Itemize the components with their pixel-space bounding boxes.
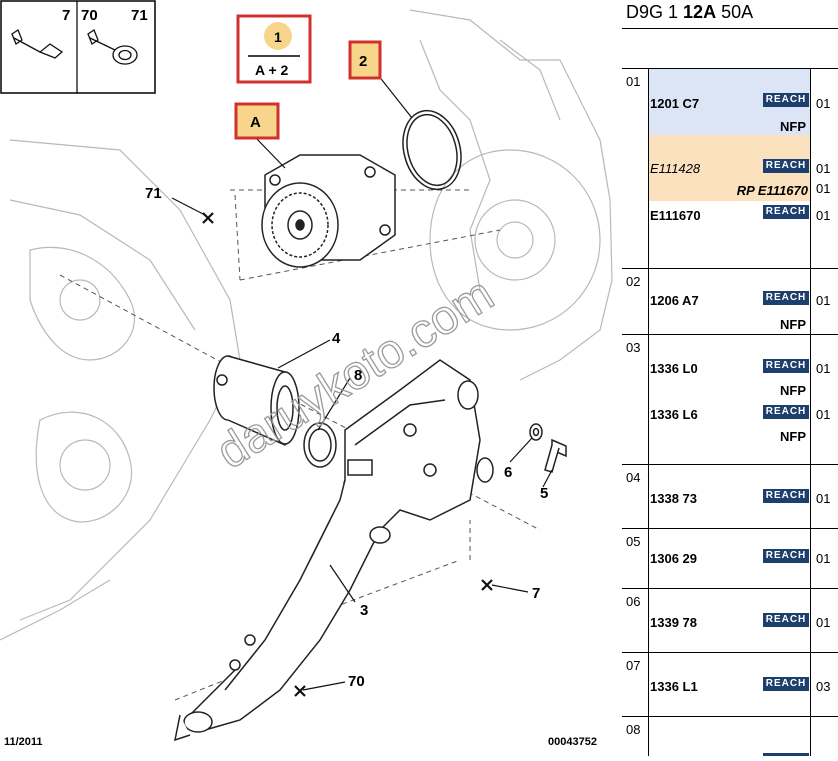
callout-1-bottom: A + 2 bbox=[255, 62, 289, 78]
callout-7: 7 bbox=[532, 585, 540, 602]
group-number: 03 bbox=[626, 340, 641, 355]
legend-label-70: 70 bbox=[81, 7, 98, 24]
group-05: 05 1306 29 REACH 01 bbox=[622, 528, 838, 589]
washer-and-screw-parts bbox=[529, 423, 567, 473]
callout-8: 8 bbox=[354, 367, 362, 384]
part-note: NFP bbox=[780, 383, 806, 398]
replacement-note: RP E111670 bbox=[736, 183, 808, 198]
part-row[interactable]: 1338 73 REACH bbox=[649, 465, 810, 529]
part-code: 1336 L0 bbox=[650, 361, 698, 376]
part-quantity: 01 bbox=[816, 615, 831, 630]
part-quantity: 01 bbox=[816, 361, 831, 376]
group-02: 02 1206 A7 REACH NFP 01 bbox=[622, 268, 838, 335]
part-code: E111670 bbox=[650, 208, 701, 223]
group-number: 06 bbox=[626, 594, 641, 609]
legend-label-71: 71 bbox=[131, 7, 148, 24]
group-number: 05 bbox=[626, 534, 641, 549]
part-code: 1336 L6 bbox=[650, 407, 698, 422]
exploded-parts-diagram: daruykoto.com 7 70 71 1 A + 2 2 A 71 4 8… bbox=[0, 0, 613, 748]
part-row[interactable]: 1306 29 REACH bbox=[649, 529, 810, 589]
reach-badge: REACH bbox=[763, 291, 809, 305]
footer-reference: 00043752 bbox=[548, 736, 597, 748]
callout-4: 4 bbox=[332, 330, 341, 347]
part-row[interactable]: 1201 C7 REACH NFP bbox=[649, 69, 810, 135]
callout-70: 70 bbox=[348, 673, 365, 690]
callout-6: 6 bbox=[504, 464, 512, 481]
legend-label-7: 7 bbox=[62, 7, 70, 24]
part-note: NFP bbox=[780, 429, 806, 444]
reach-badge: REACH bbox=[763, 613, 809, 627]
water-pump-part bbox=[261, 154, 396, 268]
group-number: 04 bbox=[626, 470, 641, 485]
header-spacer bbox=[622, 28, 838, 69]
group-01: 01 1201 C7 REACH NFP 01 E111428 REACH RP… bbox=[622, 68, 838, 269]
callout-1-top: 1 bbox=[274, 29, 282, 45]
part-quantity: 01 bbox=[816, 208, 831, 223]
part-row[interactable]: 1336 L1 REACH bbox=[649, 653, 810, 717]
group-07: 07 1336 L1 REACH 03 bbox=[622, 652, 838, 717]
part-code: 1339 78 bbox=[650, 615, 697, 630]
callout-3: 3 bbox=[360, 602, 368, 619]
part-code: 1206 A7 bbox=[650, 293, 699, 308]
reach-badge: REACH bbox=[763, 677, 809, 691]
part-quantity: 01 bbox=[816, 491, 831, 506]
group-number: 01 bbox=[626, 74, 641, 89]
part-quantity: 01 bbox=[816, 96, 831, 111]
callout-5: 5 bbox=[540, 485, 548, 502]
footer-date: 11/2011 bbox=[4, 736, 43, 748]
part-code: 1338 73 bbox=[650, 491, 697, 506]
group-03: 03 1336 L0 REACH NFP 01 1336 L6 REACH NF… bbox=[622, 334, 838, 465]
part-row[interactable]: 1336 L0 REACH NFP bbox=[649, 335, 810, 398]
coolant-pipe-part bbox=[174, 359, 494, 742]
replacement-quantity: 01 bbox=[816, 181, 831, 196]
engine-code: D9G 1 12A 50A bbox=[626, 2, 754, 22]
engine-block-outline bbox=[0, 9, 613, 641]
part-quantity: 03 bbox=[816, 679, 831, 694]
group-number: 07 bbox=[626, 658, 641, 673]
part-code: 1306 29 bbox=[650, 551, 697, 566]
fastener-legend bbox=[0, 0, 156, 94]
group-04: 04 1338 73 REACH 01 bbox=[622, 464, 838, 529]
part-row[interactable]: E111670 REACH bbox=[649, 201, 810, 261]
reach-badge: REACH bbox=[763, 549, 809, 563]
engine-header: D9G 1 12A 50A bbox=[622, 0, 838, 29]
part-quantity: 01 bbox=[816, 551, 831, 566]
part-row[interactable]: 1336 L6 REACH NFP bbox=[649, 395, 810, 465]
thermostat-seal-part bbox=[303, 422, 337, 468]
part-quantity: 01 bbox=[816, 293, 831, 308]
group-08: 08 bbox=[622, 716, 838, 756]
leader-lines bbox=[171, 74, 553, 691]
group-06: 06 1339 78 REACH 01 bbox=[622, 588, 838, 653]
callout-box-a bbox=[234, 102, 280, 140]
o-ring-gasket-part bbox=[402, 109, 462, 191]
part-note: NFP bbox=[780, 119, 806, 134]
reach-badge: REACH bbox=[763, 93, 809, 107]
part-row[interactable]: E111428 REACH RP E111670 bbox=[649, 135, 810, 201]
callout-71: 71 bbox=[145, 185, 162, 202]
part-row[interactable]: 1339 78 REACH bbox=[649, 589, 810, 653]
reach-badge: REACH bbox=[763, 405, 809, 419]
part-quantity: 01 bbox=[816, 407, 831, 422]
parts-list-panel: D9G 1 12A 50A 01 1201 C7 REACH NFP 01 E1… bbox=[622, 0, 838, 756]
part-quantity: 01 bbox=[816, 161, 831, 176]
callout-a: A bbox=[250, 114, 261, 131]
callout-2: 2 bbox=[359, 53, 367, 70]
group-number: 02 bbox=[626, 274, 641, 289]
reach-badge: REACH bbox=[763, 159, 809, 173]
callout-box-1 bbox=[236, 14, 312, 84]
part-row[interactable]: 1206 A7 REACH NFP bbox=[649, 269, 810, 335]
part-code: 1336 L1 bbox=[650, 679, 698, 694]
reach-badge: REACH bbox=[763, 205, 809, 219]
part-code: 1201 C7 bbox=[650, 96, 700, 111]
part-note: NFP bbox=[780, 317, 806, 332]
callout-box-2 bbox=[348, 40, 382, 80]
diagram-canvas: daruykoto.com 7 70 71 1 A + 2 2 A 71 4 8… bbox=[0, 0, 613, 742]
reach-badge: REACH bbox=[763, 489, 809, 503]
group-number: 08 bbox=[626, 722, 641, 737]
part-code: E111428 bbox=[650, 161, 701, 176]
thermostat-part bbox=[213, 355, 300, 447]
reach-badge: REACH bbox=[763, 359, 809, 373]
